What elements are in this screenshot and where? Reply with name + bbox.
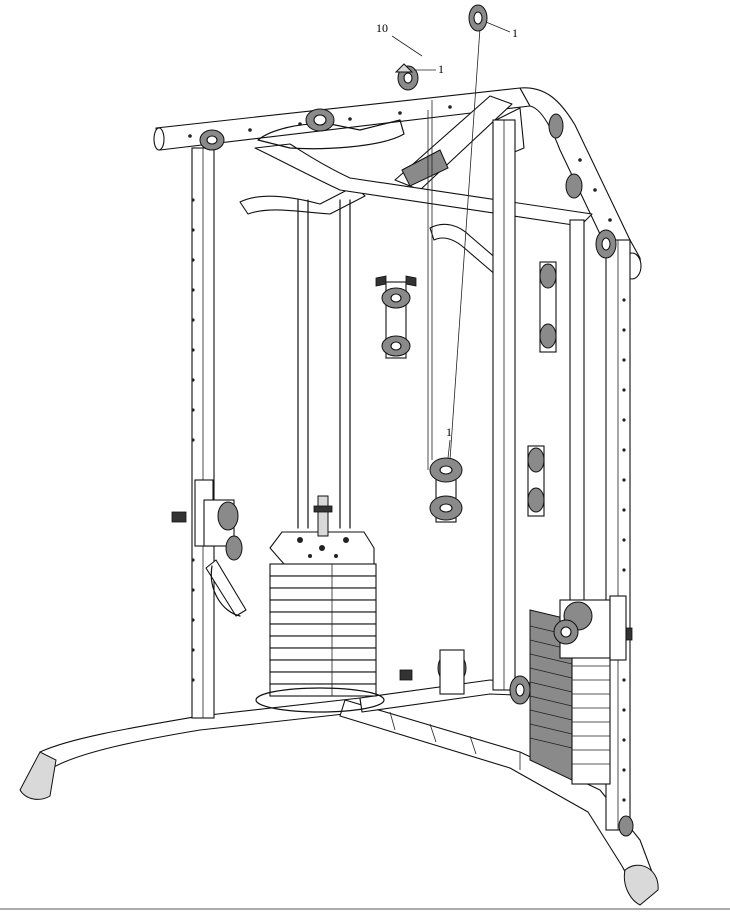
- right-upright-holes: [622, 298, 626, 802]
- callout-1-upper: 1: [438, 62, 444, 76]
- left-upright-holes: [191, 198, 195, 682]
- callout-1-top: 1: [512, 26, 518, 40]
- low-pulley-corner: [618, 815, 634, 837]
- right-carriage: [553, 595, 633, 661]
- pulley-top-mid: [305, 108, 335, 132]
- top-pulleys: [199, 4, 617, 259]
- callout-10: 10: [376, 21, 388, 35]
- pulley-block-right-top: [539, 261, 557, 353]
- pulley-block-center: [429, 457, 463, 523]
- left-carriage: [171, 499, 247, 617]
- uprights: [191, 119, 631, 831]
- callout-labels: 10 1 1 1: [376, 21, 518, 439]
- pull-up-bar: [239, 119, 593, 283]
- pulley-top-right-2: [565, 173, 583, 199]
- weight-plates-left: [269, 563, 377, 697]
- cables: [427, 27, 481, 470]
- weight-stack-left: [255, 495, 385, 713]
- callout-1-center: 1: [446, 425, 452, 439]
- pulley-top-right-3: [595, 229, 617, 259]
- callout-leaders: [391, 21, 511, 459]
- low-pulley-center: [399, 649, 467, 695]
- pulley-floating-top: [468, 4, 488, 32]
- top-tube-holes: [188, 105, 612, 222]
- pulley-top-left: [199, 129, 225, 151]
- low-pulley-right: [509, 675, 531, 705]
- pulley-block-left: [375, 275, 417, 359]
- pulley-top-right-1: [548, 113, 564, 139]
- pulley-block-right-mid: [527, 445, 545, 517]
- weight-plates-right: [529, 625, 610, 765]
- pulley-callout-10: [394, 63, 419, 91]
